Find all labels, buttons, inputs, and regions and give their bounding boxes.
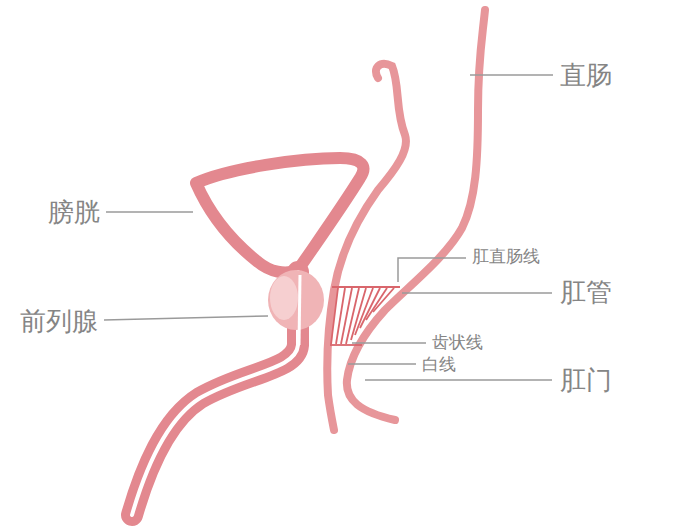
hatch <box>336 288 345 344</box>
dentate-line <box>330 344 362 346</box>
hatch <box>373 288 394 312</box>
leader-line <box>106 211 193 213</box>
anatomy-label: 齿状线 <box>432 333 483 352</box>
prostate-lobe <box>270 276 298 320</box>
urethra <box>132 272 298 515</box>
leader-line <box>352 342 426 344</box>
anatomy-label: 肛直肠线 <box>472 247 540 266</box>
urethra-lumen <box>132 272 298 515</box>
leader-line <box>365 379 552 381</box>
anatomy-label: 前列腺 <box>20 307 98 336</box>
leader-line <box>470 74 553 76</box>
rectum-wall <box>347 10 485 420</box>
leader-line <box>402 292 552 294</box>
leader-line <box>398 258 466 282</box>
anatomy-label: 直肠 <box>560 61 612 90</box>
anatomy-label: 肛门 <box>560 366 612 395</box>
leader-lines <box>104 75 553 380</box>
leader-line <box>104 316 268 320</box>
hatch <box>366 288 387 320</box>
anatomy-label: 膀胱 <box>48 198 100 227</box>
anorectal-line <box>332 286 400 288</box>
bladder-outline <box>196 158 363 272</box>
rectum-wall <box>327 64 406 430</box>
hatch <box>341 288 352 344</box>
leader-line <box>348 363 416 365</box>
anal-canal-hatch <box>330 287 400 345</box>
anatomy-label: 白线 <box>422 355 456 374</box>
anatomy-label: 肛管 <box>560 278 612 307</box>
hatch <box>355 288 373 335</box>
prostate <box>268 270 324 330</box>
prostatic-urethra <box>299 275 300 345</box>
